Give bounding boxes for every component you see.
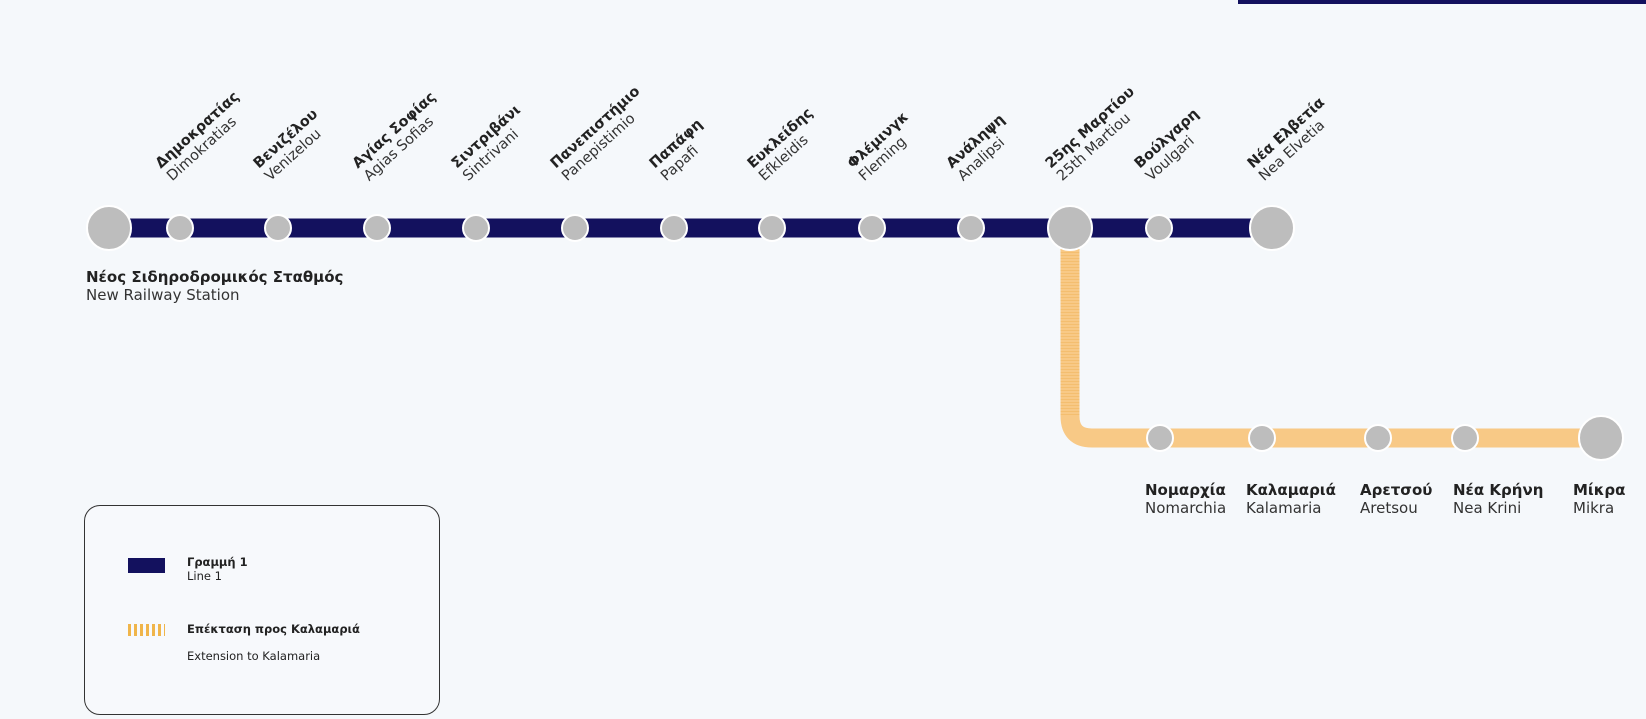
legend-line1-label: Γραμμή 1 bbox=[187, 555, 248, 569]
station-ext-4-name-en: Mikra bbox=[1573, 499, 1615, 517]
station-ext-0-name-gr: Νομαρχία bbox=[1145, 481, 1226, 499]
legend-line1-label-en: Line 1 bbox=[187, 569, 222, 583]
station-line1-5[interactable] bbox=[561, 214, 589, 242]
station-ext-3[interactable] bbox=[1451, 424, 1479, 452]
station-ext-1-name-gr: Καλαμαριά bbox=[1246, 481, 1336, 499]
station-line1-8[interactable] bbox=[858, 214, 886, 242]
station-ext-1-name-en: Kalamaria bbox=[1246, 499, 1322, 517]
station-line1-0-name-en: New Railway Station bbox=[86, 286, 240, 304]
legend-extension-label: Επέκταση προς Καλαμαριά bbox=[187, 622, 360, 636]
station-ext-2-name-gr: Αρετσού bbox=[1360, 481, 1433, 499]
station-line1-3[interactable] bbox=[363, 214, 391, 242]
station-ext-2-name-en: Aretsou bbox=[1360, 499, 1418, 517]
station-ext-4[interactable] bbox=[1578, 415, 1624, 461]
legend-line1-swatch bbox=[128, 558, 165, 573]
station-line1-0[interactable] bbox=[86, 205, 132, 251]
station-line1-9[interactable] bbox=[957, 214, 985, 242]
top-accent-bar bbox=[1238, 0, 1646, 4]
legend: Γραμμή 1 Line 1 Επέκταση προς Καλαμαριά … bbox=[84, 505, 440, 715]
station-line1-4[interactable] bbox=[462, 214, 490, 242]
station-ext-0-name-en: Nomarchia bbox=[1145, 499, 1227, 517]
extension-track bbox=[1060, 240, 1601, 448]
station-ext-3-name-gr: Νέα Κρήνη bbox=[1453, 481, 1544, 499]
legend-extension-label-en: Extension to Kalamaria bbox=[187, 649, 321, 663]
station-ext-3-name-en: Nea Krini bbox=[1453, 499, 1522, 517]
station-line1-2[interactable] bbox=[264, 214, 292, 242]
station-line1-12[interactable] bbox=[1249, 205, 1295, 251]
station-ext-2[interactable] bbox=[1364, 424, 1392, 452]
legend-extension-swatch bbox=[128, 624, 165, 636]
station-line1-6[interactable] bbox=[660, 214, 688, 242]
station-line1-0-name-gr: Νέος Σιδηροδρομικός Σταθμός bbox=[86, 268, 344, 286]
station-ext-1[interactable] bbox=[1248, 424, 1276, 452]
station-ext-4-name-gr: Μίκρα bbox=[1573, 481, 1626, 499]
station-line1-7[interactable] bbox=[758, 214, 786, 242]
station-ext-0[interactable] bbox=[1146, 424, 1174, 452]
station-line1-10[interactable] bbox=[1047, 205, 1093, 251]
station-line1-1[interactable] bbox=[166, 214, 194, 242]
station-line1-11[interactable] bbox=[1145, 214, 1173, 242]
